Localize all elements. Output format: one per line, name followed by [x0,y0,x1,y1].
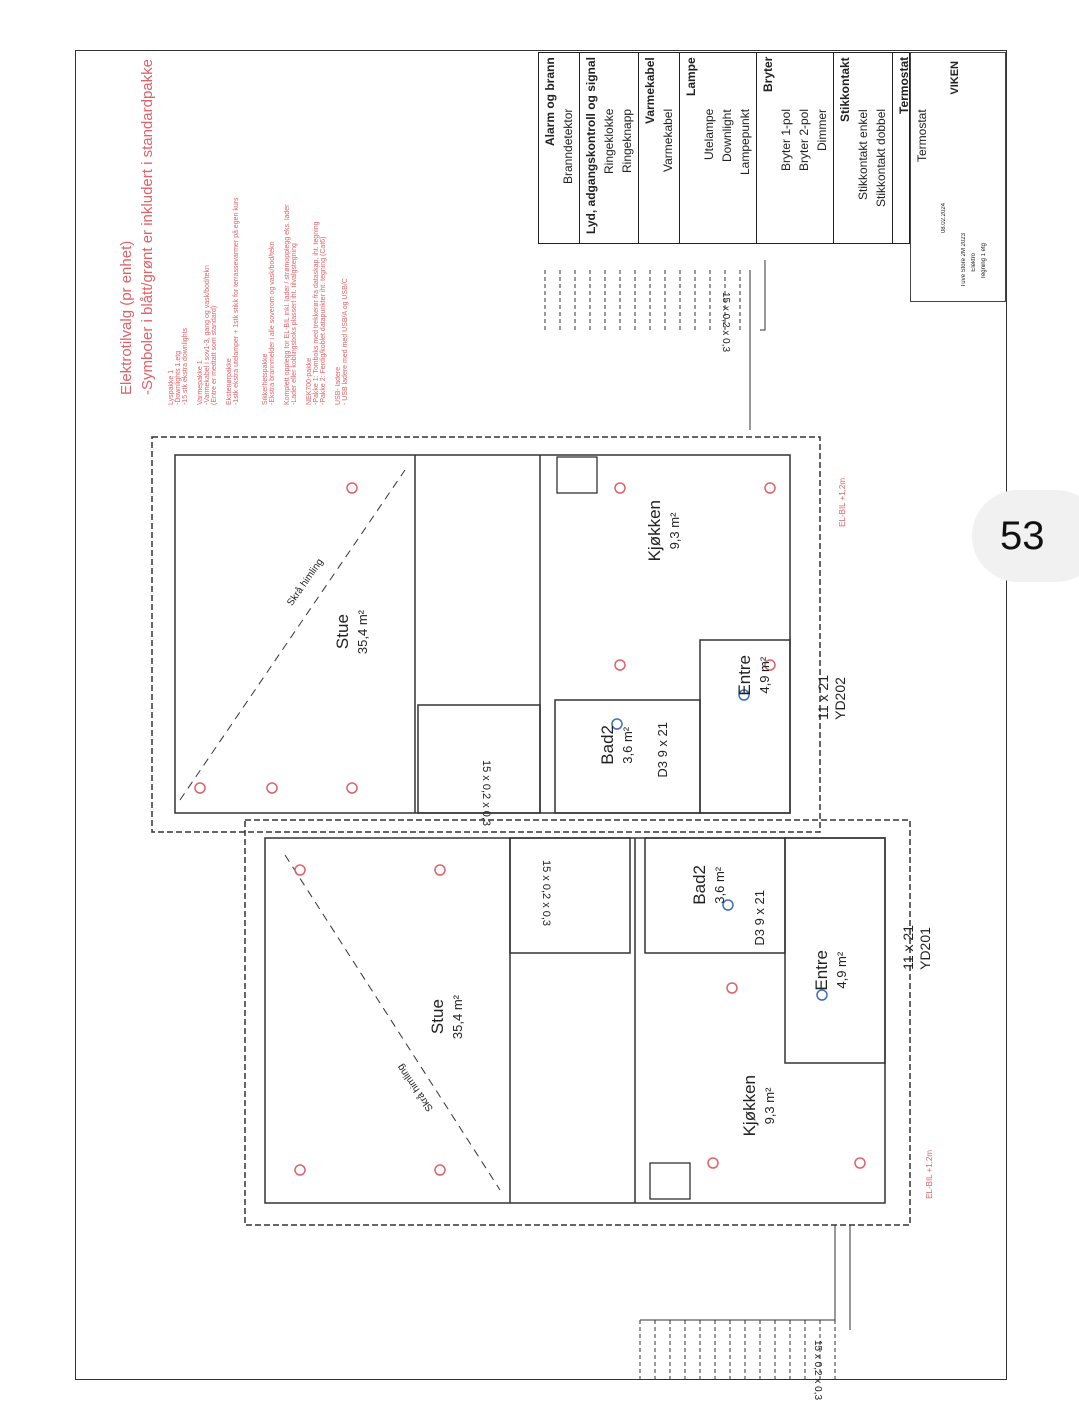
page-number: 53 [1000,513,1045,558]
walls-upper-unit [151,436,821,833]
legend-alarm: Alarm og brann Branndetektor [539,53,580,243]
stair-outlines [544,260,851,1380]
lamp-point-icons [194,482,866,1176]
legend-signal: Lyd, adgangskontroll og signal Ringeklok… [580,53,639,243]
bath-door-lower: D3 9 x 21 [752,890,767,946]
ev-label-upper: EL-BIL +1,2m [838,478,847,527]
legend-socket: Stikkontakt Stikkontakt enkel Stikkontak… [834,53,893,243]
symbol-legend: Alarm og brann Branndetektor Lyd, adgang… [538,52,929,244]
legend-heating: Varmekabel Varmekabel [639,53,680,243]
bath-door-upper: D3 9 x 21 [655,722,670,778]
stove-icons [556,456,691,1200]
title-block: VIKEN 08.02.2024 Tuve Store 2M 2023 Elek… [910,52,1006,302]
downlight-icons [611,689,828,1001]
walls-lower-unit [244,819,911,1226]
ceiling-lines [179,469,501,1191]
page-number-badge: 53 [972,490,1079,582]
stair-dim-lower: 15 x 0,2 x 0,3 [812,1340,823,1401]
stair-dim-upper: 15 x 0,2 x 0,3 [720,292,731,353]
legend-lamp: Lampe Utelampe Downlight Lampepunkt [680,53,757,243]
stair-label-upper: 15 x 0,2 x 0,3 [480,760,492,827]
drawing-sheet-border [75,50,1007,1380]
legend-switch: Bryter Bryter 1-pol Bryter 2-pol Dimmer [757,53,834,243]
stair-label-lower: 15 x 0,2 x 0,3 [540,860,552,927]
ev-label-lower: EL-BIL +1,2m [925,1150,934,1199]
